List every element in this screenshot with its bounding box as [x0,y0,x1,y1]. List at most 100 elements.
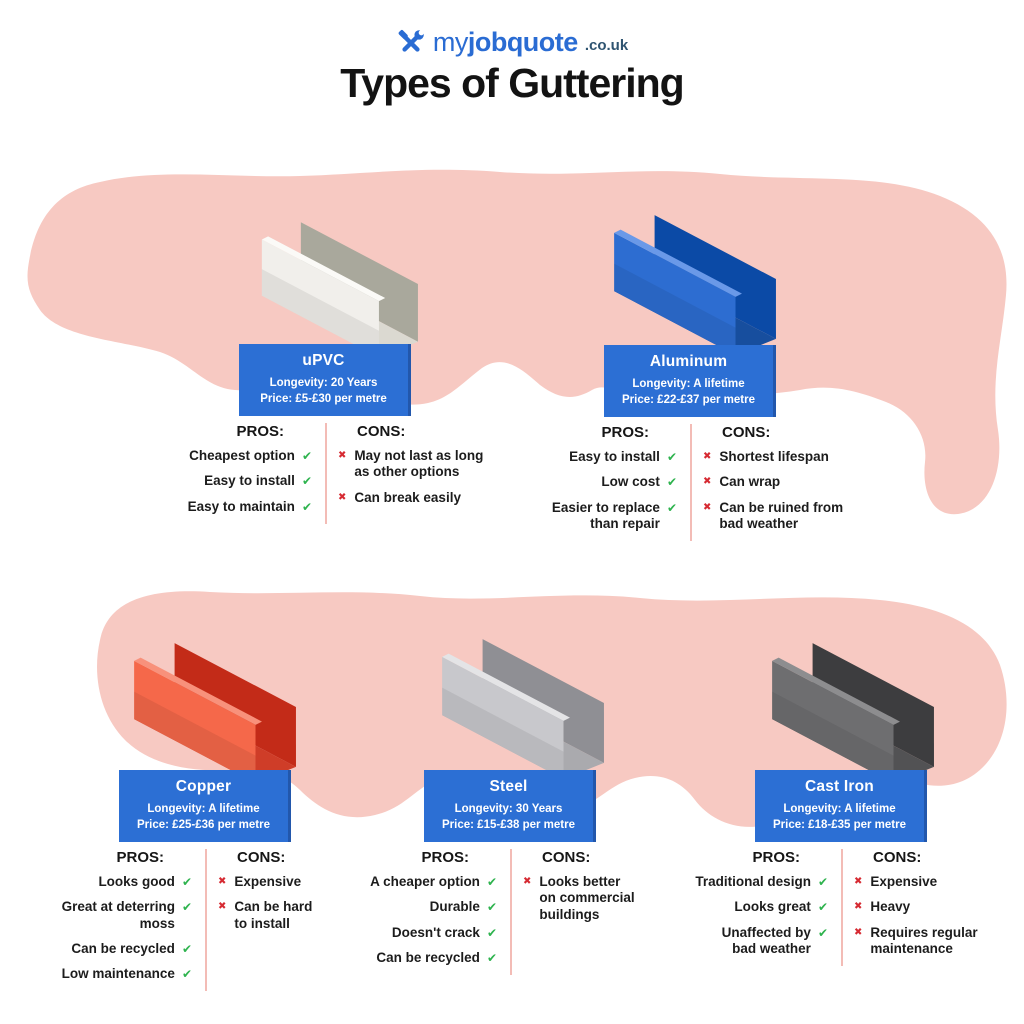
card-aluminum: Aluminum Longevity: A lifetime Price: £2… [520,345,860,541]
longevity-line: Longevity: A lifetime [783,803,896,815]
con-item: ✖Heavy [854,899,1006,915]
cons-header: CONS: [722,424,771,442]
pros-column: PROS: Traditional design✔ Looks great✔ U… [676,849,841,966]
info-box-cast-iron: Cast Iron Longevity: A lifetime Price: £… [755,770,927,843]
material-name: Copper [175,778,232,795]
pros-header: PROS: [601,424,649,442]
price-line: Price: £25-£36 per metre [137,819,270,832]
con-text: Can be ruined from bad weather [719,499,844,531]
pro-item: Can be recycled✔ [71,941,192,957]
check-icon: ✔ [181,875,192,890]
longevity-line: Longevity: 30 Years [454,803,563,815]
cons-column: CONS: ✖ May not last as long as other opt… [327,423,490,524]
card-steel: Steel Longevity: 30 Years Price: £15-£38… [345,770,675,975]
pro-text: Easier to replace than repair [551,499,660,531]
check-icon: ✔ [301,449,312,464]
check-icon: ✔ [301,499,312,514]
pros-cons-section: PROS: Looks good✔ Great at deterring mos… [40,849,370,992]
check-icon: ✔ [817,925,828,940]
pro-item: Cheapest option✔ [189,448,312,464]
pros-column: PROS: Looks good✔ Great at deterring mos… [40,849,205,991]
pros-column: PROS: A cheaper option✔ Durable✔ Doesn't… [345,849,510,975]
pros-cons-section: PROS: Easy to install✔ Low cost✔ Easier … [520,424,860,541]
price-line: Price: £5-£30 per metre [260,393,387,406]
pros-header: PROS: [236,423,284,441]
pros-cons-divider [510,849,512,975]
pro-item: Low cost✔ [601,474,677,490]
pro-item: Durable ✔ [430,899,497,915]
check-icon: ✔ [181,941,192,956]
pro-item: Looks great✔ [734,899,828,915]
pro-text: Can be recycled [376,949,480,965]
con-item: ✖Can be hard to install [218,899,370,931]
page-title: Types of Guttering [340,60,684,106]
pro-text: Easy to maintain [187,498,295,514]
cons-header: CONS: [237,849,286,867]
wrench-hammer-icon [398,29,424,52]
cross-icon: ✖ [854,876,863,888]
pro-item: Easier to replace than repair✔ [552,500,677,532]
cross-icon: ✖ [523,876,532,888]
material-name: uPVC [302,352,345,369]
con-item: ✖Can wrap [703,474,860,490]
cross-icon: ✖ [338,491,347,503]
card-copper: Copper Longevity: A lifetime Price: £25-… [40,770,370,992]
card-upvc: uPVC Longevity: 20 Years Price: £5-£30 p… [160,344,490,524]
pro-text: Doesn't crack [391,924,480,940]
pro-text: Low maintenance [61,965,175,981]
pros-column: PROS: Cheapest option✔ Easy to install✔ … [160,423,325,524]
con-text: Shortest lifespan [719,449,829,465]
pro-item: Easy to install✔ [569,449,677,465]
cons-column: CONS: ✖Shortest lifespan ✖Can wrap ✖Can … [692,424,860,541]
cross-icon: ✖ [854,901,863,913]
longevity-line: Longevity: A lifetime [632,378,745,390]
con-item: ✖Shortest lifespan [703,449,860,465]
info-box-steel: Steel Longevity: 30 Years Price: £15-£38… [424,770,596,843]
info-box-copper: Copper Longevity: A lifetime Price: £25-… [119,770,291,843]
pro-text: Looks great [734,899,811,915]
gutter-illustration-steel [442,639,604,780]
check-icon: ✔ [181,966,192,981]
longevity-line: Longevity: A lifetime [147,803,260,815]
con-item: ✖ Requires regular maintenance [854,925,1006,957]
cross-icon: ✖ [854,926,863,938]
check-icon: ✔ [666,475,677,490]
check-icon: ✔ [486,900,497,915]
cons-header: CONS: [357,423,406,441]
con-item: ✖Looks better on commercial buildings [523,874,675,923]
pro-text: A cheaper option [370,874,480,890]
longevity-line: Longevity: 20 Years [269,377,378,389]
con-text: Requires regular maintenance [870,924,978,956]
con-item: ✖Can be ruined from bad weather [703,500,860,532]
check-icon: ✔ [486,925,497,940]
check-icon: ✔ [666,450,677,465]
pros-cons-divider [325,423,327,524]
material-name: Aluminum [649,353,728,370]
card-cast-iron: Cast Iron Longevity: A lifetime Price: £… [676,770,1006,966]
price-line: Price: £22-£37 per metre [622,394,755,407]
cons-column: CONS: ✖Expensive ✖Can be hard to install [207,849,370,991]
pros-header: PROS: [116,849,164,867]
con-text: Can break easily [354,489,461,505]
pro-item: Traditional design✔ [695,874,828,890]
pro-item: Easy to maintain ✔ [188,499,312,515]
gutter-illustration-aluminum [614,215,776,356]
pro-text: Unaffected by bad weather [721,924,811,956]
pro-text: Great at deterring moss [61,899,175,931]
price-line: Price: £15-£38 per metre [442,819,575,832]
gutter-illustration-copper [134,643,296,784]
pros-cons-section: PROS: Cheapest option✔ Easy to install✔ … [160,423,490,524]
pros-column: PROS: Easy to install✔ Low cost✔ Easier … [520,424,690,541]
pro-text: Durable [429,899,480,915]
material-name: Cast Iron [805,778,874,795]
pros-header: PROS: [421,849,469,867]
con-item: ✖ Can break easily [338,490,490,506]
pro-text: Traditional design [695,874,811,890]
pro-item: A cheaper option✔ [370,874,497,890]
cross-icon: ✖ [703,476,712,488]
info-box-aluminum: Aluminum Longevity: A lifetime Price: £2… [604,345,776,418]
con-text: May not last as long as other options [354,448,484,480]
material-name: Steel [489,778,528,795]
pro-item: Looks good✔ [98,874,192,890]
pros-cons-divider [205,849,207,992]
